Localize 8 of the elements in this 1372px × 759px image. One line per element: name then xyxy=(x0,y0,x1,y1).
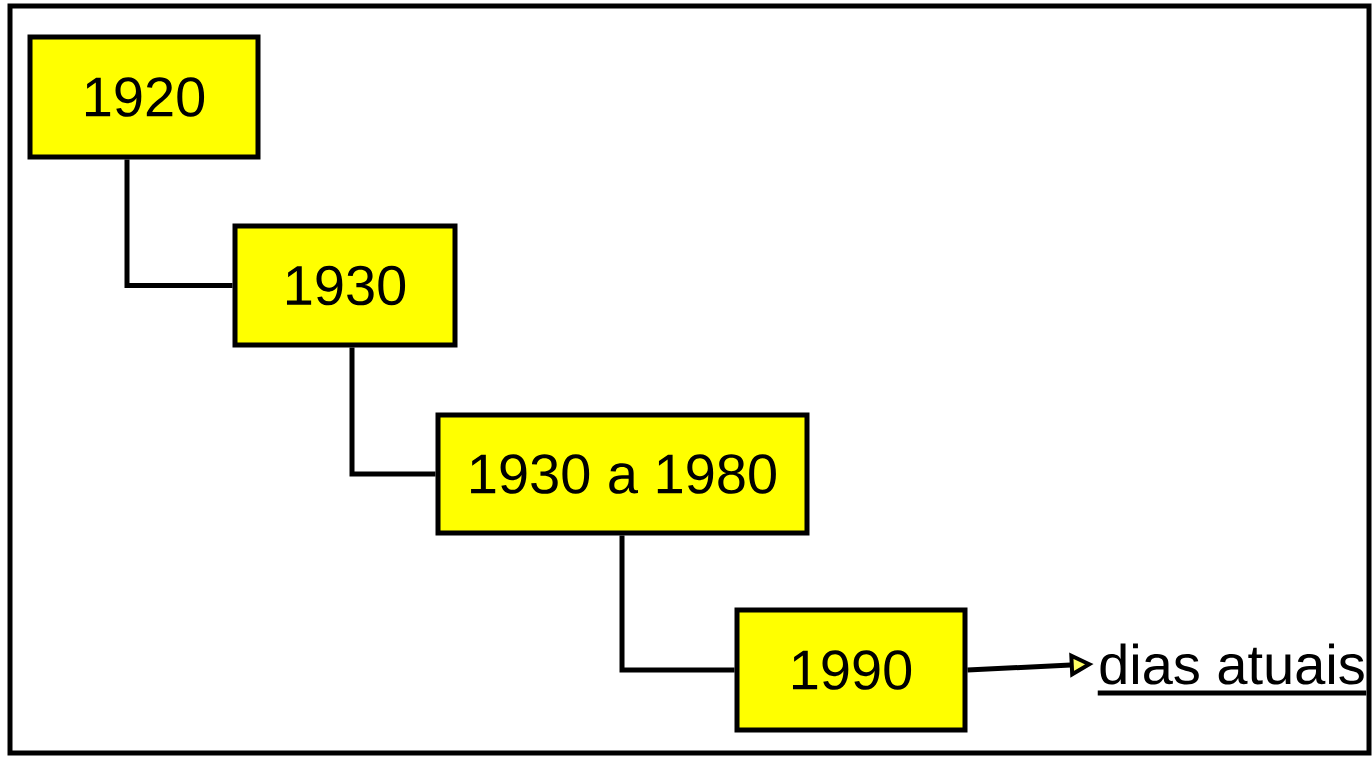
connector xyxy=(124,159,233,288)
connector xyxy=(349,347,436,477)
year-box: 1930 a 1980 xyxy=(435,412,810,536)
year-box: 1930 xyxy=(232,223,458,348)
connector xyxy=(619,535,735,673)
underlined-label: dias atuais xyxy=(1097,643,1367,696)
year-box: 1920 xyxy=(27,34,261,160)
year-box: 1990 xyxy=(734,607,968,733)
